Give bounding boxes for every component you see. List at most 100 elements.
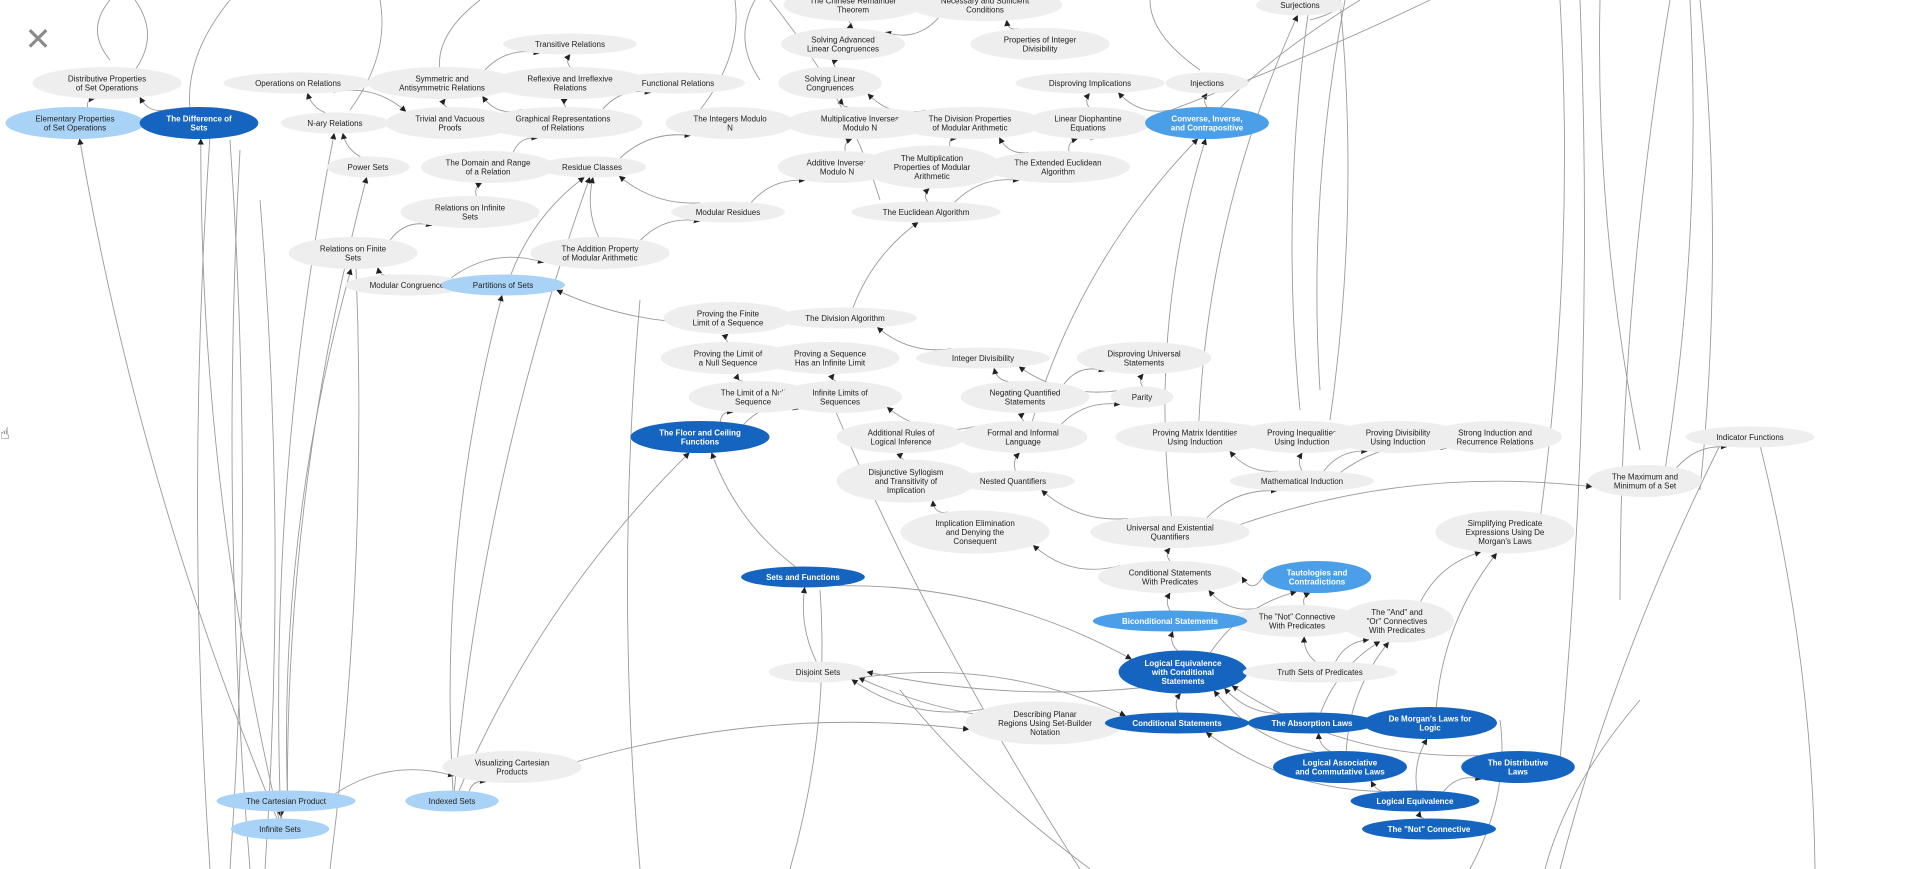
node-shape: [1118, 650, 1248, 694]
edge-extended-euclidean-to-division-properties: [999, 137, 1029, 154]
node-conditional-statements[interactable]: Conditional Statements: [1104, 712, 1250, 734]
node-nested-quantifiers[interactable]: Nested Quantifiers: [951, 470, 1075, 492]
node-n-ary-relations[interactable]: N-ary Relations: [280, 112, 390, 134]
node-shape: [665, 107, 795, 139]
node-indexed-sets[interactable]: Indexed Sets: [405, 790, 499, 812]
node-disjoint-sets[interactable]: Disjoint Sets: [768, 661, 868, 683]
node-modular-congruence[interactable]: Modular Congruence: [345, 274, 469, 296]
node-infinite-sets[interactable]: Infinite Sets: [230, 818, 330, 840]
node-division-algorithm[interactable]: The Division Algorithm: [772, 307, 918, 329]
node-biconditional[interactable]: Biconditional Statements: [1092, 610, 1248, 632]
node-shape: [537, 156, 647, 178]
node-label: Modular Congruence: [370, 281, 445, 290]
node-residue-classes[interactable]: Residue Classes: [537, 156, 647, 178]
node-integer-divisibility[interactable]: Integer Divisibility: [916, 347, 1050, 369]
node-shape: [1273, 751, 1407, 783]
node-absorption-laws[interactable]: The Absorption Laws: [1247, 712, 1377, 734]
node-surjections[interactable]: Surjections: [1255, 0, 1345, 16]
node-transitive-relations[interactable]: Transitive Relations: [503, 33, 637, 55]
edge-disjunctive-syllogism-to-additional-rules: [896, 452, 904, 460]
node-mathematical-induction[interactable]: Mathematical Induction: [1229, 470, 1375, 492]
node-converse-inverse[interactable]: Converse, Inverse,and Contrapositive: [1145, 107, 1269, 139]
node-injections[interactable]: Injections: [1165, 72, 1249, 94]
node-cartesian-product[interactable]: The Cartesian Product: [216, 790, 356, 812]
node-operations-relations[interactable]: Operations on Relations: [223, 72, 373, 94]
node-sets-functions[interactable]: Sets and Functions: [741, 566, 865, 588]
node-label-line: Consequent: [953, 537, 997, 546]
node-modular-residues[interactable]: Modular Residues: [671, 201, 785, 223]
node-truth-sets[interactable]: Truth Sets of Predicates: [1242, 661, 1398, 683]
node-indicator-functions[interactable]: Indicator Functions: [1685, 426, 1815, 448]
node-label: Transitive Relations: [535, 40, 605, 49]
node-functional-relations[interactable]: Functional Relations: [611, 72, 745, 94]
node-shape: [836, 459, 976, 503]
node-label-line: Parity: [1132, 393, 1152, 402]
close-icon[interactable]: ✕: [24, 20, 52, 58]
node-label: Sets and Functions: [766, 573, 840, 582]
node-not-connective[interactable]: The "Not" Connective: [1362, 818, 1496, 840]
node-label-line: Formal and Informal: [987, 428, 1059, 437]
node-euclidean-algorithm[interactable]: The Euclidean Algorithm: [851, 201, 1001, 223]
node-power-sets[interactable]: Power Sets: [326, 156, 410, 178]
node-shape: [663, 302, 793, 334]
node-label-line: Equations: [1070, 123, 1106, 132]
node-partitions-of-sets[interactable]: Partitions of Sets: [441, 274, 565, 296]
node-logical-equivalence[interactable]: Logical Equivalence: [1350, 790, 1480, 812]
node-disproving-implications[interactable]: Disproving Implications: [1015, 72, 1165, 94]
node-parity[interactable]: Parity: [1110, 386, 1174, 408]
